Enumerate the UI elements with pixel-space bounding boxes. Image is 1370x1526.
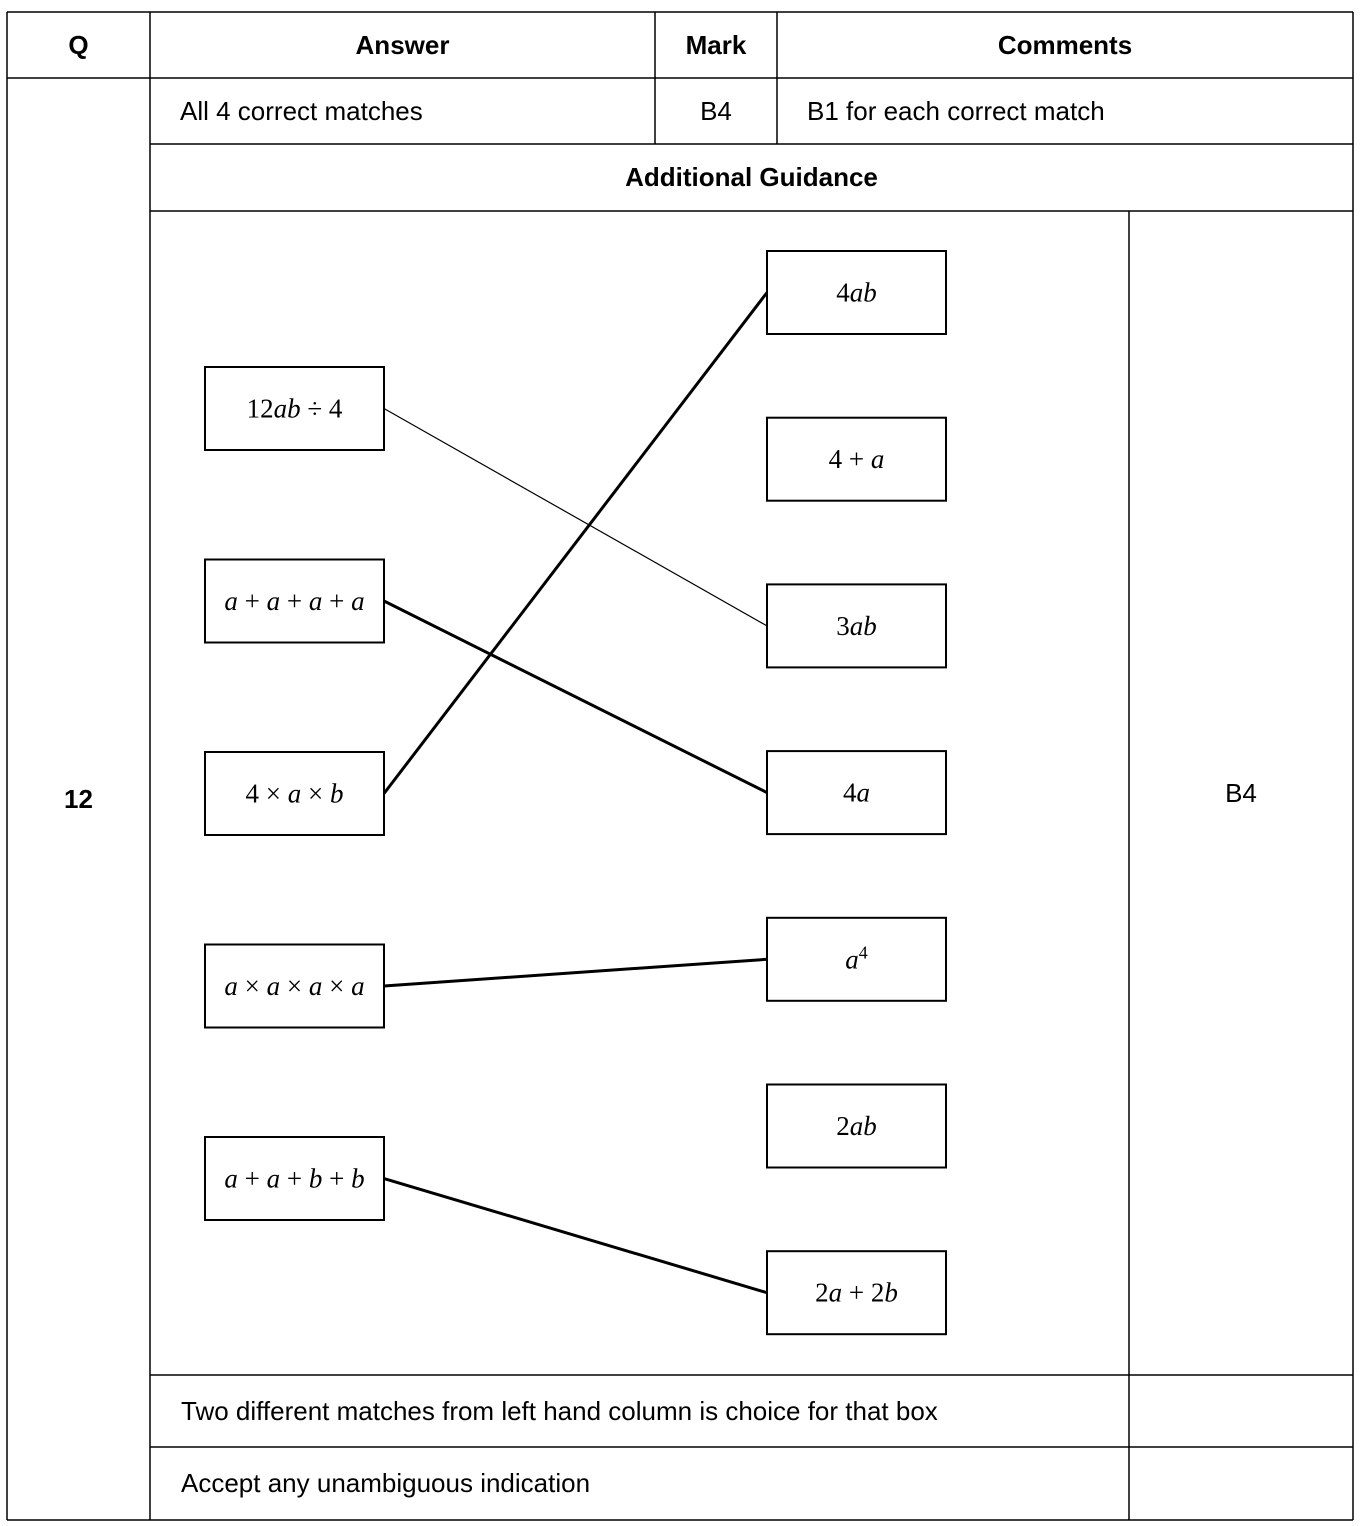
guidance-note-1: Two different matches from left hand col…: [181, 1395, 938, 1426]
expression-label: 4 + a: [829, 444, 885, 474]
expression-box-right-5: a4: [766, 916, 947, 1002]
expression-box-left-2: a + a + a + a: [204, 558, 385, 644]
header-answer: Answer: [355, 29, 450, 60]
expression-label: 4a: [843, 778, 870, 808]
match-line-L3-R1: [382, 291, 769, 795]
comment-text: B1 for each correct match: [807, 95, 1105, 126]
guidance-title: Additional Guidance: [625, 162, 878, 192]
expression-label: a × a × a × a: [224, 971, 364, 1001]
expression-label: 3ab: [836, 611, 877, 641]
header-q: Q: [68, 29, 89, 60]
expression-box-right-3: 3ab: [766, 583, 947, 669]
expression-label: 4ab: [836, 278, 877, 308]
question-number: 12: [64, 783, 93, 814]
expression-label: a + a + a + a: [224, 586, 364, 616]
expression-label: 2ab: [836, 1111, 877, 1141]
answer-text: All 4 correct matches: [180, 95, 423, 126]
expression-box-right-4: 4a: [766, 750, 947, 836]
expression-box-right-1: 4ab: [766, 250, 947, 335]
expression-label: 2a + 2b: [815, 1278, 898, 1308]
expression-label: a + a + b + b: [224, 1164, 364, 1194]
expression-box-left-3: 4 × a × b: [204, 751, 385, 836]
expression-label: 12ab ÷ 4: [247, 394, 343, 424]
expression-box-left-5: a + a + b + b: [204, 1136, 385, 1221]
expression-box-right-7: 2a + 2b: [766, 1250, 947, 1336]
expression-box-right-6: 2ab: [766, 1083, 947, 1169]
match-line-L5-R7: [383, 1177, 768, 1295]
guidance-note-2: Accept any unambiguous indication: [181, 1468, 591, 1498]
mark-value: B4: [700, 95, 732, 126]
header-comments: Comments: [997, 29, 1133, 60]
expression-box-left-1: 12ab ÷ 4: [204, 366, 385, 451]
expression-label: a4: [845, 942, 868, 974]
header-mark: Mark: [685, 29, 747, 60]
match-line-L4-R5: [383, 957, 768, 988]
diagram-mark: B4: [1225, 777, 1257, 808]
expression-box-left-4: a × a × a × a: [204, 943, 385, 1029]
expression-box-right-2: 4 + a: [766, 416, 947, 502]
expression-label: 4 × a × b: [246, 779, 344, 809]
match-line-L2-R4: [383, 599, 768, 794]
match-line-L1-R3: [383, 407, 768, 627]
